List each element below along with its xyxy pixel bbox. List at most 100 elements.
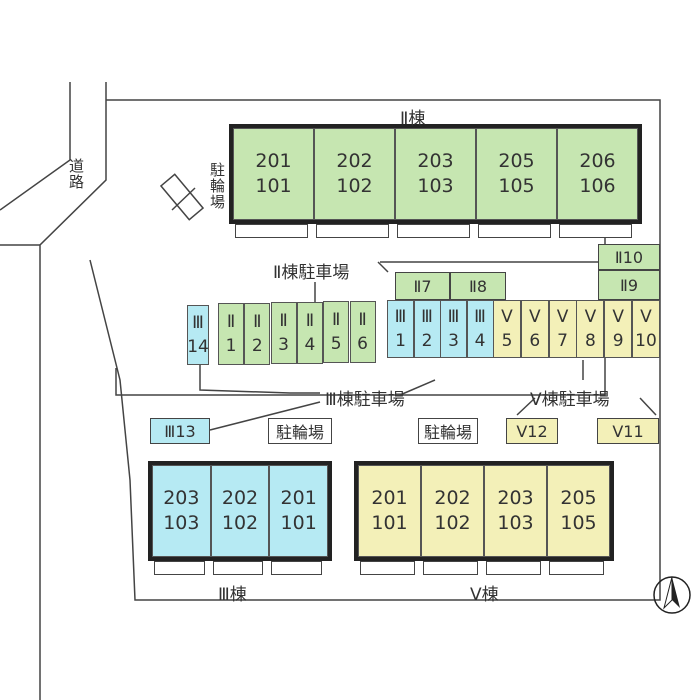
slot-prefix: Ⅲ <box>394 307 407 327</box>
parking-II-10[interactable]: Ⅱ10 <box>598 244 660 270</box>
parking-V-11[interactable]: Ⅴ11 <box>597 418 659 444</box>
slot-number: 9 <box>612 331 624 351</box>
unit-number-lower: 102 <box>434 512 471 534</box>
unit-number-upper: 201 <box>255 150 292 172</box>
parking-II-8[interactable]: Ⅱ8 <box>450 272 506 300</box>
unit-number-upper: 205 <box>498 150 535 172</box>
unit-number-upper: 201 <box>280 487 317 509</box>
parking-II-7[interactable]: Ⅱ7 <box>395 272 450 300</box>
entrance-step <box>549 561 604 575</box>
bike-parking[interactable]: 駐輪場 <box>268 418 332 444</box>
entrance-step <box>397 224 470 238</box>
unit-number-lower: 103 <box>497 512 534 534</box>
slot-prefix: Ⅱ <box>279 311 288 331</box>
slot-prefix: Ⅱ <box>226 312 236 332</box>
parking-V-12[interactable]: Ⅴ12 <box>506 418 558 444</box>
slot-prefix: Ⅱ <box>332 310 341 330</box>
slot-prefix: Ⅱ <box>305 310 315 331</box>
unit-number-lower: 102 <box>221 512 259 534</box>
unit-number-upper: 203 <box>163 487 200 509</box>
slot-number: 8 <box>584 331 596 351</box>
slot-prefix: Ⅲ <box>447 307 460 327</box>
slot-prefix: Ⅴ <box>501 307 513 327</box>
unit-number-lower: 103 <box>417 175 454 197</box>
slot-number: 1 <box>225 336 237 356</box>
entrance-step <box>423 561 478 575</box>
parking-III-13[interactable]: Ⅲ13 <box>150 418 210 444</box>
parking-area-label-II: Ⅱ棟駐車場 <box>273 263 350 283</box>
entrance-step <box>235 224 308 238</box>
slot-number: 14 <box>187 337 209 357</box>
slot-number: 2 <box>251 335 263 356</box>
slot-prefix: Ⅴ <box>612 307 624 327</box>
slot-number: 3 <box>448 331 459 351</box>
unit-number-upper: 206 <box>579 150 616 172</box>
entrance-step <box>271 561 322 575</box>
unit-number-lower: 105 <box>498 175 535 197</box>
unit-number-upper: 201 <box>371 487 408 509</box>
parking-area-label-III: Ⅲ棟駐車場 <box>325 390 405 410</box>
parking-II-9[interactable]: Ⅱ9 <box>598 270 660 300</box>
unit-number-upper: 203 <box>497 487 534 509</box>
slot-prefix: Ⅲ <box>474 307 486 327</box>
parking-area-label-V: Ⅴ棟駐車場 <box>530 390 610 410</box>
entrance-step <box>316 224 389 238</box>
unit-number-lower: 102 <box>336 175 373 197</box>
slot-prefix: Ⅱ <box>253 311 262 332</box>
bike-parking-label: 駐輪場 <box>208 162 226 210</box>
unit-number-lower: 101 <box>255 175 292 197</box>
north-arrow-icon <box>653 576 691 614</box>
unit-number-lower: 101 <box>371 512 408 534</box>
unit-number-upper: 202 <box>434 487 471 509</box>
slot-prefix: Ⅴ <box>528 307 541 327</box>
entrance-step <box>360 561 415 575</box>
slot-number: 6 <box>529 331 541 351</box>
unit-number-upper: 202 <box>221 487 259 509</box>
slot-number: 7 <box>557 331 568 351</box>
entrance-step <box>486 561 541 575</box>
bike-parking[interactable]: 駐輪場 <box>418 418 478 444</box>
building-label: Ⅲ棟 <box>218 585 247 605</box>
slot-number: 3 <box>278 335 289 355</box>
entrance-step <box>559 224 632 238</box>
slot-number: 5 <box>501 331 513 351</box>
unit-number-lower: 103 <box>163 512 200 534</box>
slot-number: 4 <box>474 331 486 351</box>
slot-number: 5 <box>330 334 342 354</box>
slot-number: 10 <box>635 331 657 351</box>
slot-number: 6 <box>357 333 368 354</box>
slot-prefix: Ⅴ <box>556 307 569 327</box>
